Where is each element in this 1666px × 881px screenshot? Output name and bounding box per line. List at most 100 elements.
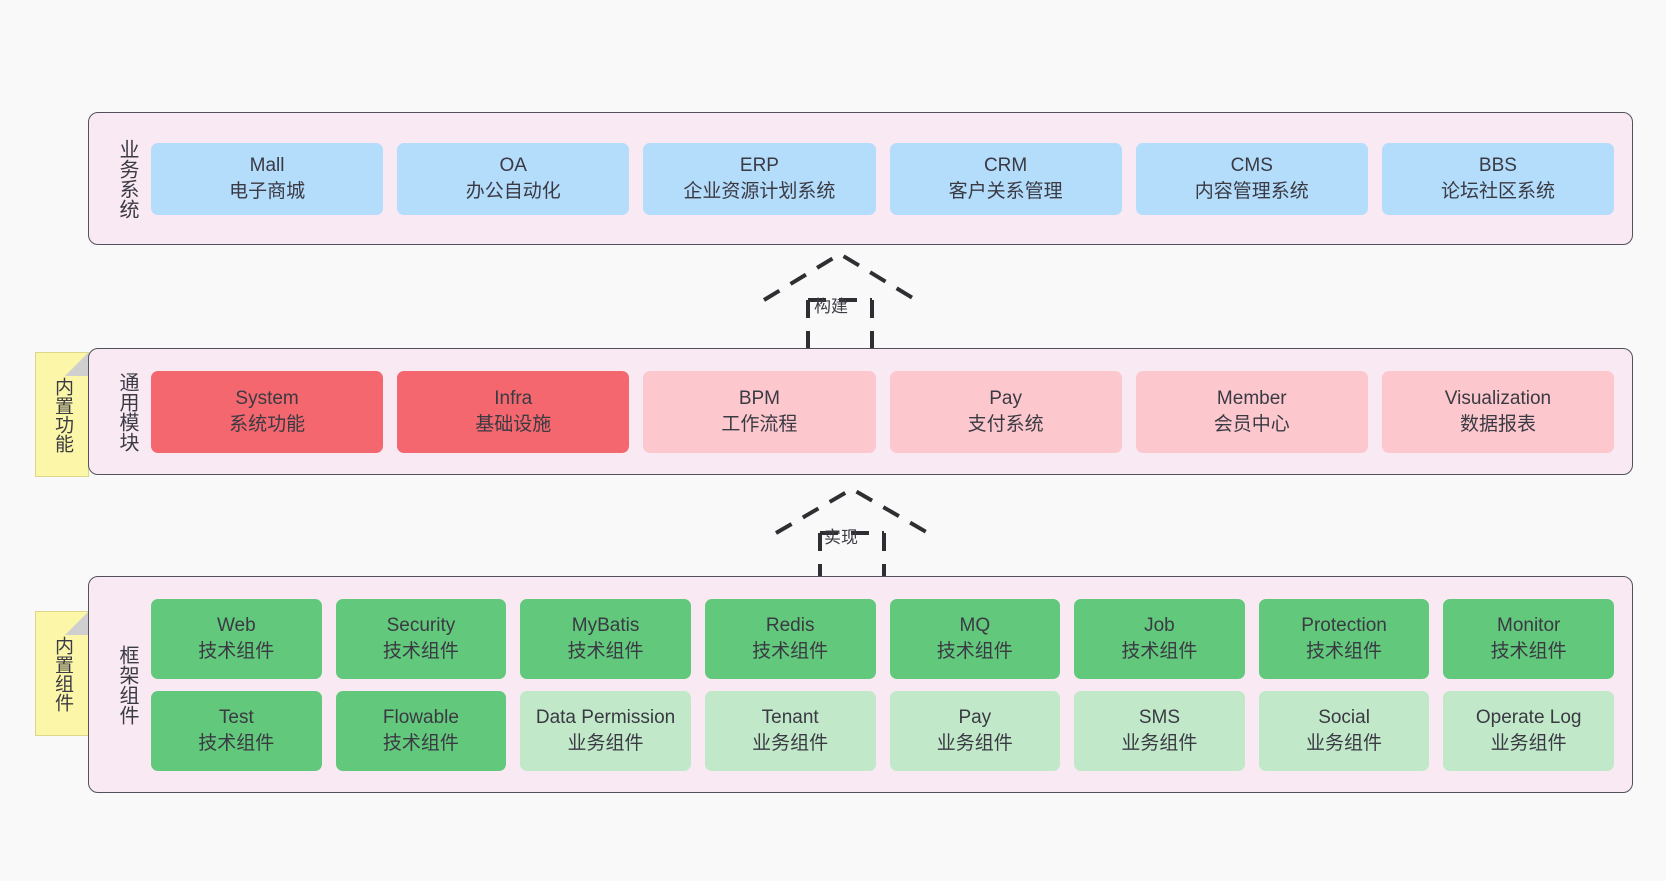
card-subtitle: 内容管理系统 [1194,180,1309,202]
card-title: BPM [738,388,781,410]
card-sms[interactable]: SMS 业务组件 [1074,690,1245,771]
card-pay-business[interactable]: Pay 业务组件 [889,690,1061,771]
layer-business-systems-label: 业务系统 [116,138,138,219]
card-title: Flowable [382,707,459,729]
card-title: Monitor [1497,615,1561,637]
business-card-row: Mall 电子商城 OA 办公自动化 ERP 企业资源计划系统 CRM 客户关系… [151,142,1615,215]
card-crm[interactable]: CRM 客户关系管理 [889,142,1122,215]
card-title: Redis [765,615,815,637]
card-title: Operate Log [1475,707,1582,729]
card-tenant[interactable]: Tenant 业务组件 [704,690,876,771]
layer-common-modules-label: 通用模块 [116,371,138,452]
layer-framework-components-body: Web 技术组件 Security 技术组件 MyBatis 技术组件 Redi… [139,577,1632,792]
note-builtin-functions: 内置功能 [35,352,89,477]
card-member[interactable]: Member 会员中心 [1135,370,1368,453]
card-subtitle: 企业资源计划系统 [683,180,836,202]
layer-business-systems-body: Mall 电子商城 OA 办公自动化 ERP 企业资源计划系统 CRM 客户关系… [139,113,1632,244]
card-title: System [235,388,299,410]
card-oa[interactable]: OA 办公自动化 [397,142,630,215]
card-bpm[interactable]: BPM 工作流程 [643,370,876,453]
card-social[interactable]: Social 业务组件 [1258,690,1430,771]
card-cms[interactable]: CMS 内容管理系统 [1135,142,1368,215]
relation-build-label: 构建 [814,297,848,316]
card-infra[interactable]: Infra 基础设施 [397,370,630,453]
card-title: CRM [983,155,1028,177]
framework-card-rows: Web 技术组件 Security 技术组件 MyBatis 技术组件 Redi… [151,577,1614,792]
card-title: SMS [1138,707,1181,729]
card-subtitle: 客户关系管理 [948,180,1063,202]
card-bbs[interactable]: BBS 论坛社区系统 [1381,142,1615,215]
card-title: Visualization [1444,388,1552,410]
layer-business-systems: 业务系统 Mall 电子商城 OA 办公自动化 ERP 企业资源计划系统 [88,112,1633,245]
card-subtitle: 技术组件 [1121,640,1198,662]
layer-common-modules-body: System 系统功能 Infra 基础设施 BPM 工作流程 Pay 支付系统 [139,349,1632,474]
card-mybatis[interactable]: MyBatis 技术组件 [520,598,691,679]
card-subtitle: 会员中心 [1213,413,1290,435]
card-subtitle: 基础设施 [475,413,552,435]
card-subtitle: 技术组件 [1490,640,1567,662]
card-test[interactable]: Test 技术组件 [151,690,322,771]
card-subtitle: 技术组件 [382,640,459,662]
card-title: Test [218,707,254,729]
card-title: CMS [1230,155,1273,177]
card-erp[interactable]: ERP 企业资源计划系统 [643,142,876,215]
card-system[interactable]: System 系统功能 [151,370,384,453]
card-subtitle: 支付系统 [967,413,1044,435]
card-title: ERP [739,155,779,177]
card-operate-log[interactable]: Operate Log 业务组件 [1443,690,1614,771]
card-title: BBS [1478,155,1517,177]
card-data-permission[interactable]: Data Permission 业务组件 [520,690,691,771]
card-flowable[interactable]: Flowable 技术组件 [335,690,507,771]
card-title: Member [1216,388,1287,410]
card-visualization[interactable]: Visualization 数据报表 [1381,370,1615,453]
card-subtitle: 电子商城 [229,180,306,202]
note-builtin-components: 内置组件 [35,611,89,736]
card-mq[interactable]: MQ 技术组件 [889,598,1061,679]
card-protection[interactable]: Protection 技术组件 [1258,598,1430,679]
card-subtitle: 业务组件 [1306,732,1383,754]
card-mall[interactable]: Mall 电子商城 [151,142,384,215]
card-subtitle: 业务组件 [1121,732,1198,754]
card-title: OA [499,155,527,177]
card-title: Tenant [761,707,819,729]
card-title: Mall [249,155,285,177]
card-subtitle: 业务组件 [1490,732,1567,754]
card-subtitle: 技术组件 [198,640,275,662]
card-subtitle: 技术组件 [382,732,459,754]
card-title: Data Permission [535,707,676,729]
card-subtitle: 技术组件 [1306,640,1383,662]
card-pay[interactable]: Pay 支付系统 [889,370,1122,453]
card-subtitle: 业务组件 [567,732,644,754]
card-title: Pay [958,707,992,729]
card-subtitle: 业务组件 [936,732,1013,754]
card-monitor[interactable]: Monitor 技术组件 [1443,598,1614,679]
framework-card-row-1: Web 技术组件 Security 技术组件 MyBatis 技术组件 Redi… [151,598,1614,679]
card-title: MQ [959,615,991,637]
card-subtitle: 工作流程 [721,413,798,435]
card-title: Social [1318,707,1370,729]
card-subtitle: 技术组件 [198,732,275,754]
card-title: Web [216,615,256,637]
layer-framework-components-label: 框架组件 [116,644,138,725]
card-title: Job [1144,615,1175,637]
card-web[interactable]: Web 技术组件 [151,598,322,679]
card-subtitle: 技术组件 [567,640,644,662]
card-subtitle: 数据报表 [1459,413,1536,435]
card-subtitle: 技术组件 [752,640,829,662]
card-title: Infra [494,388,533,410]
card-subtitle: 系统功能 [229,413,306,435]
card-security[interactable]: Security 技术组件 [335,598,507,679]
card-subtitle: 论坛社区系统 [1440,180,1555,202]
card-title: Protection [1301,615,1387,637]
layer-framework-components: 框架组件 Web 技术组件 Security 技术组件 MyBatis 技术组件 [88,576,1633,793]
modules-card-rows: System 系统功能 Infra 基础设施 BPM 工作流程 Pay 支付系统 [151,349,1615,474]
card-subtitle: 办公自动化 [465,180,561,202]
card-job[interactable]: Job 技术组件 [1074,598,1245,679]
modules-card-row: System 系统功能 Infra 基础设施 BPM 工作流程 Pay 支付系统 [151,370,1615,453]
card-redis[interactable]: Redis 技术组件 [704,598,876,679]
card-subtitle: 业务组件 [752,732,829,754]
card-title: Security [386,615,456,637]
relation-implement-arrow: 实现 [762,486,942,581]
framework-card-row-2: Test 技术组件 Flowable 技术组件 Data Permission … [151,690,1614,771]
